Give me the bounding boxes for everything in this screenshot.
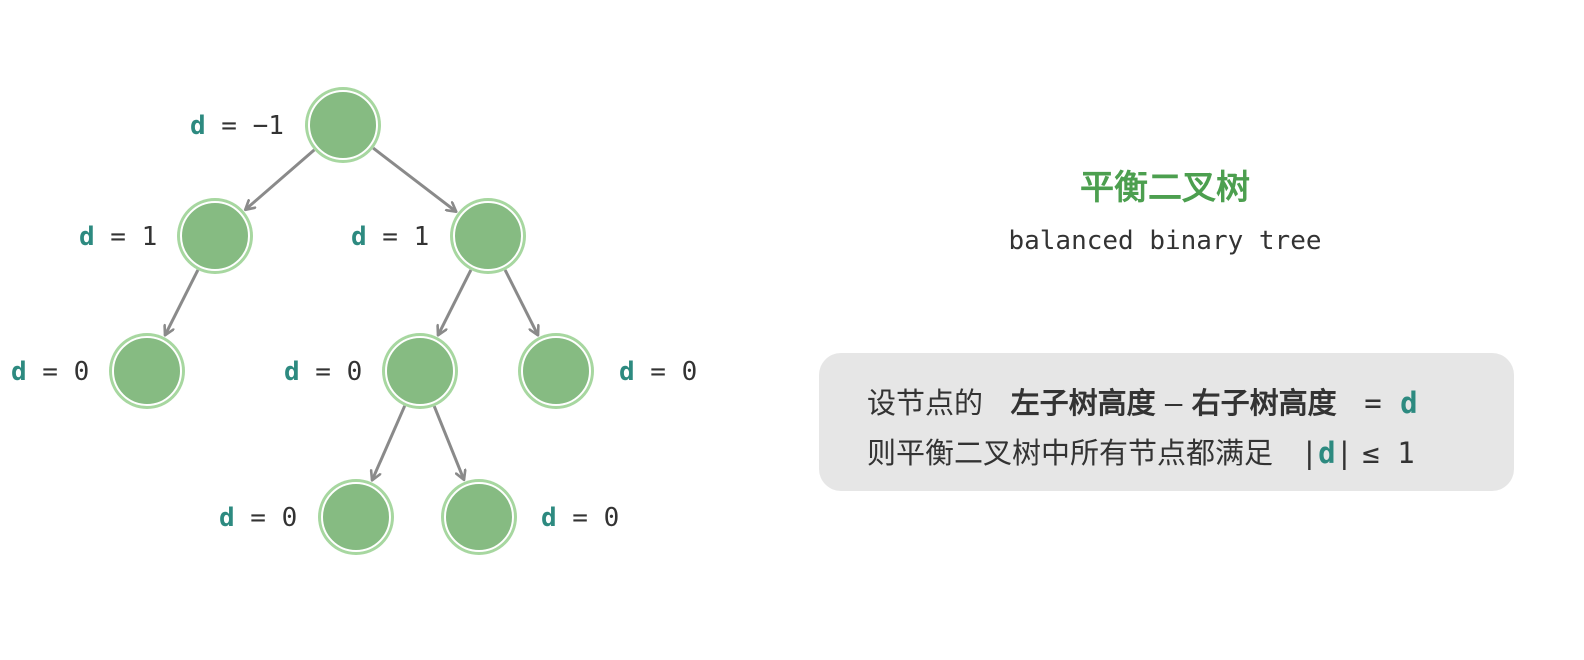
tree-edge-root-l xyxy=(245,148,316,210)
balance-factor-label-rr: d = 0 xyxy=(619,357,697,387)
abs-balance-factor: d xyxy=(1318,436,1336,470)
less-equal-one: ≤ 1 xyxy=(1362,436,1415,470)
tree-node-ll xyxy=(109,333,185,409)
tree-edge-rl-rll xyxy=(372,405,407,481)
definition-prefix: 设节点的 xyxy=(867,386,984,420)
diagram-title: 平衡二叉树 xyxy=(1080,168,1250,208)
tree-edge-rl-rlr xyxy=(432,405,464,480)
condition-prefix: 则平衡二叉树中所有节点都满足 xyxy=(867,436,1274,470)
tree-node-rll xyxy=(318,479,394,555)
tree-node-rlr xyxy=(441,479,517,555)
condition-line: 则平衡二叉树中所有节点都满足 |d| ≤ 1 xyxy=(867,430,1415,472)
balance-factor-label-rl: d = 0 xyxy=(284,357,362,387)
tree-edge-l-ll xyxy=(165,269,200,335)
balance-factor-label-rll: d = 0 xyxy=(219,503,297,533)
tree-edge-r-rr xyxy=(503,269,538,335)
right-subtree-height: 右子树高度 xyxy=(1191,386,1337,420)
equals-sign: = xyxy=(1364,386,1382,420)
left-subtree-height: 左子树高度 xyxy=(1010,386,1156,420)
tree-node-root xyxy=(305,87,381,163)
balance-factor-label-l: d = 1 xyxy=(79,222,157,252)
tree-node-rr xyxy=(518,333,594,409)
definition-note: 设节点的 左子树高度 – 右子树高度 = d 则平衡二叉树中所有节点都满足 |d… xyxy=(819,353,1514,491)
abs-close-bar: | xyxy=(1335,436,1354,470)
balanced-binary-tree-diagram: d = −1 d = 1 d = 1 d = 0 d = 0 d = 0 d = 0 d = … xyxy=(11,87,697,555)
tree-edge-r-rl xyxy=(438,269,473,335)
balance-factor-label-ll: d = 0 xyxy=(11,357,89,387)
definition-line: 设节点的 左子树高度 – 右子树高度 = d xyxy=(867,380,1418,422)
tree-node-r xyxy=(450,198,526,274)
balance-factor-label-root: d = −1 xyxy=(190,111,284,141)
abs-open-bar: | xyxy=(1300,436,1319,470)
diagram-subtitle: balanced binary tree xyxy=(1008,226,1322,256)
tree-node-rl xyxy=(382,333,458,409)
balance-factor-label-r: d = 1 xyxy=(351,222,429,252)
tree-edge-root-r xyxy=(372,146,456,212)
balance-factor-symbol: d xyxy=(1400,386,1418,420)
minus-sign: – xyxy=(1164,386,1183,420)
tree-node-l xyxy=(177,198,253,274)
balance-factor-label-rlr: d = 0 xyxy=(541,503,619,533)
